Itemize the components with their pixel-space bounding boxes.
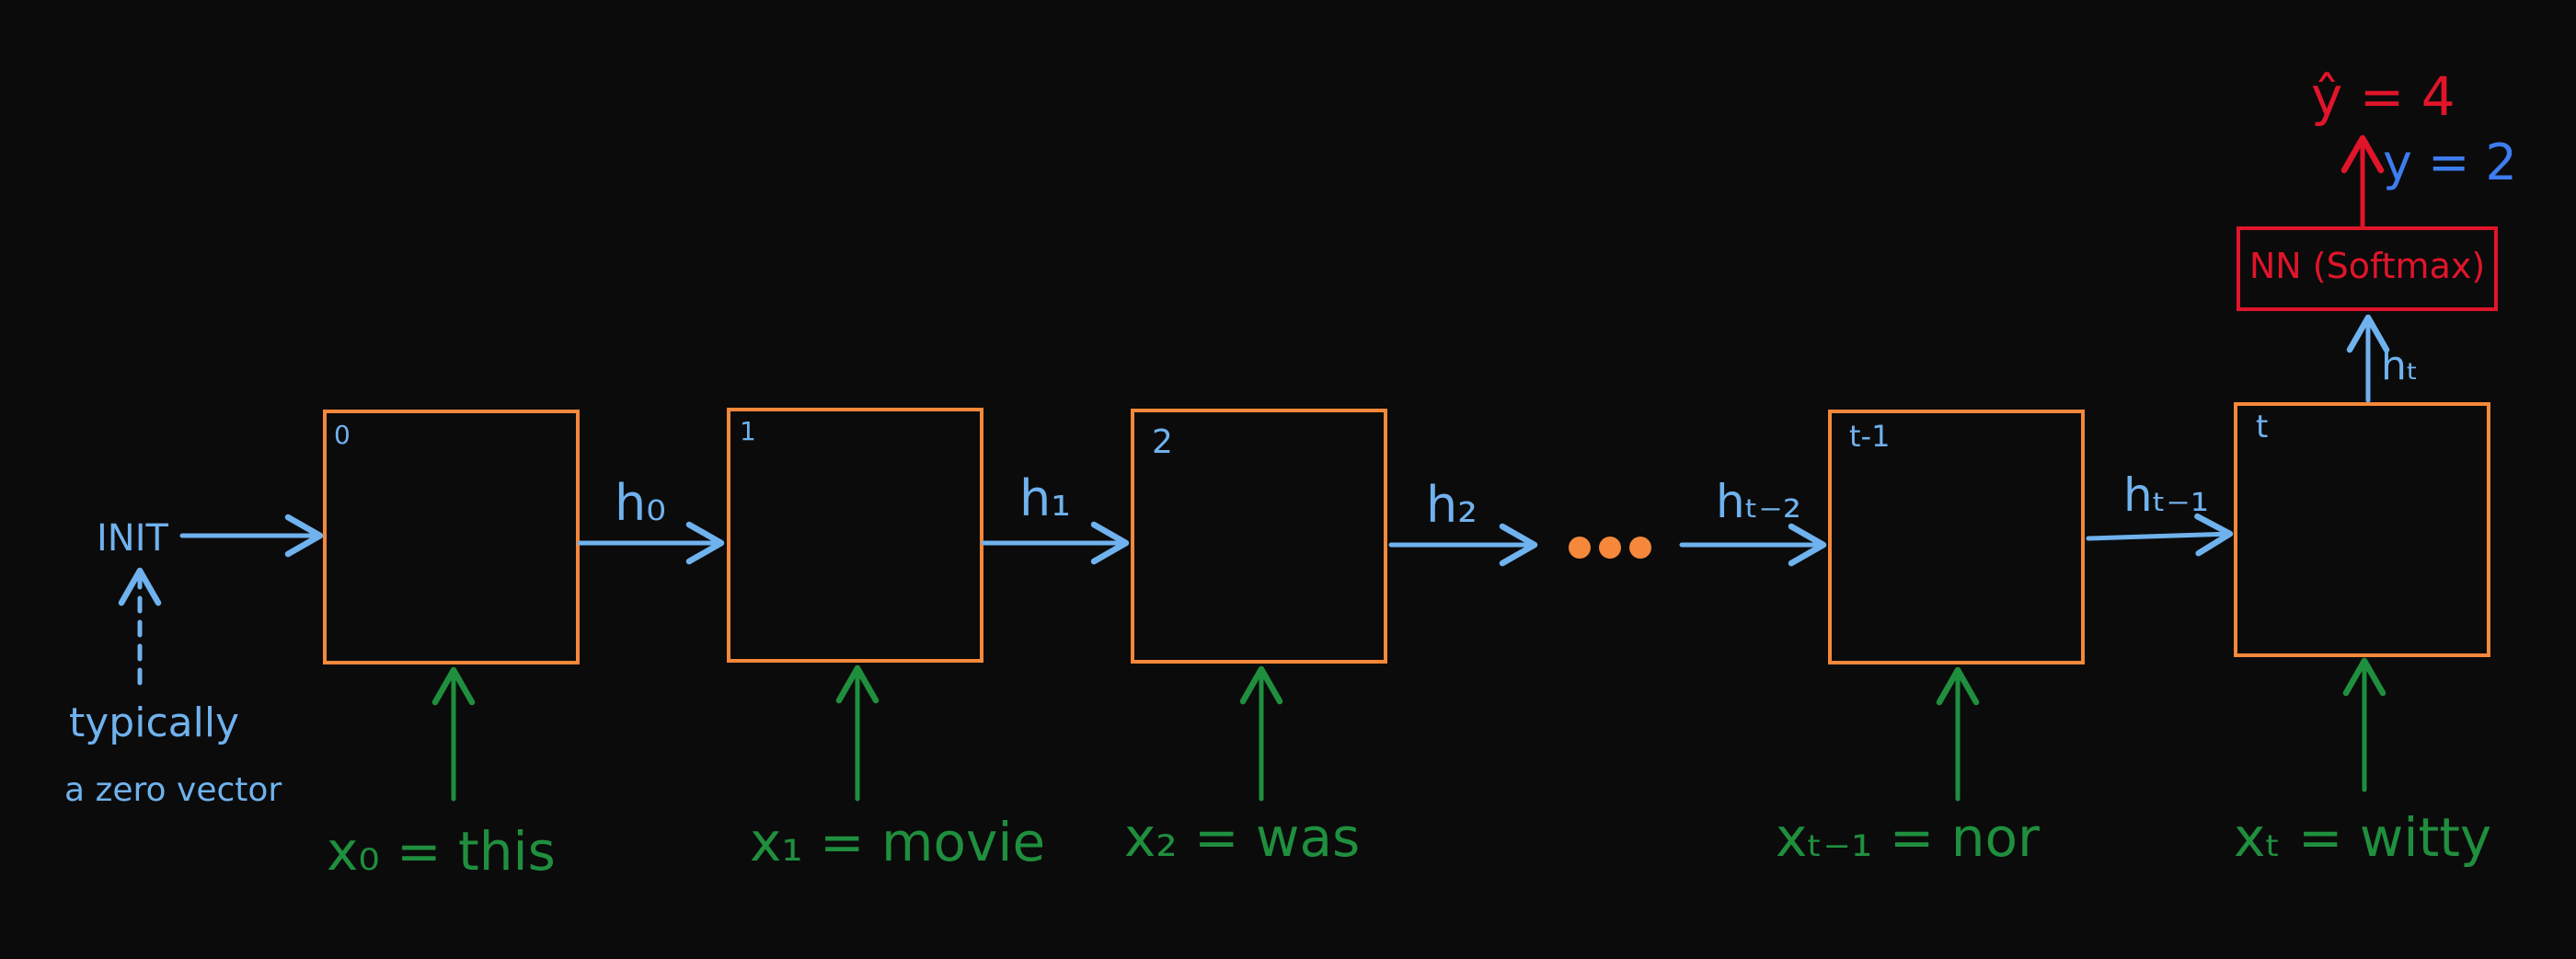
init-label: INIT [97, 517, 169, 560]
init-note-line2: a zero vector [64, 771, 282, 809]
init-note-line1: typically [69, 699, 239, 746]
cell-box [323, 410, 580, 664]
target-label: y = 2 [2383, 133, 2517, 191]
final-hidden-label: hₜ [2381, 342, 2419, 389]
cell-index-label: t [2256, 409, 2268, 445]
output-layer-box [2237, 226, 2498, 311]
hidden-arrow-4 [2086, 513, 2234, 557]
hidden-state-label-3: hₜ₋₂ [1716, 475, 1801, 528]
rnn-cell-t: t xₜ = witty [2234, 402, 2491, 869]
ellipsis-dot [1569, 537, 1591, 559]
prediction-label: ŷ = 4 [2311, 65, 2455, 128]
input-label: x₁ = movie [750, 811, 1045, 873]
ellipsis-dot [1629, 537, 1651, 559]
cell-box [2234, 402, 2490, 657]
hidden-state-label-1: h₁ [1019, 469, 1071, 527]
cell-index-label: 2 [1152, 423, 1173, 461]
rnn-cell-t-minus-1: t-1 xₜ₋₁ = nor [1776, 410, 2085, 869]
input-label: x₂ = was [1124, 806, 1360, 869]
rnn-cell-2: 2 x₂ = was [1124, 409, 1387, 869]
cell-box [1131, 409, 1387, 664]
input-label: x₀ = this [327, 820, 556, 883]
hidden-state-label-4: hₜ₋₁ [2123, 468, 2209, 522]
output-layer-label: NN (Softmax) [2249, 246, 2485, 286]
input-label: xₜ₋₁ = nor [1776, 806, 2040, 869]
ellipsis-dot [1599, 537, 1621, 559]
cell-index-label: 1 [740, 416, 756, 446]
rnn-cell-1: 1 x₁ = movie [727, 408, 1045, 873]
input-label: xₜ = witty [2234, 806, 2491, 869]
cell-box [1828, 410, 2085, 664]
cell-index-label: 0 [334, 420, 351, 450]
hidden-state-label-0: h₀ [615, 474, 666, 532]
cell-index-label: t-1 [1849, 419, 1890, 454]
ellipsis [1569, 537, 1651, 559]
rnn-cell-0: 0 x₀ = this [323, 410, 580, 883]
cell-box [727, 408, 983, 663]
hidden-state-label-2: h₂ [1426, 476, 1478, 534]
